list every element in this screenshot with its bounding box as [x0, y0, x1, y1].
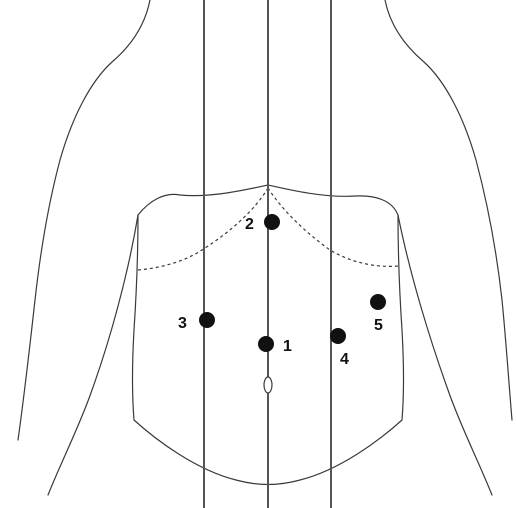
- port-marker-5: 5: [370, 294, 386, 334]
- port-label-5: 5: [374, 317, 383, 334]
- port-marker-3: 3: [178, 312, 215, 332]
- right-costal-margin: [268, 188, 398, 266]
- port-dot-2: [264, 214, 280, 230]
- port-marker-2: 2: [245, 214, 280, 233]
- port-marker-1: 1: [258, 336, 292, 355]
- port-label-2: 2: [245, 216, 254, 233]
- port-label-3: 3: [178, 315, 187, 332]
- port-dot-1: [258, 336, 274, 352]
- left-inner-arm-line: [48, 215, 138, 495]
- port-marker-4: 4: [330, 328, 349, 368]
- port-label-4: 4: [340, 351, 349, 368]
- port-dot-5: [370, 294, 386, 310]
- left-body-outline: [18, 0, 150, 440]
- right-body-outline: [385, 0, 512, 420]
- port-dot-4: [330, 328, 346, 344]
- right-inner-arm-line: [398, 215, 492, 495]
- umbilicus: [264, 377, 272, 393]
- port-dot-3: [199, 312, 215, 328]
- port-label-1: 1: [283, 338, 292, 355]
